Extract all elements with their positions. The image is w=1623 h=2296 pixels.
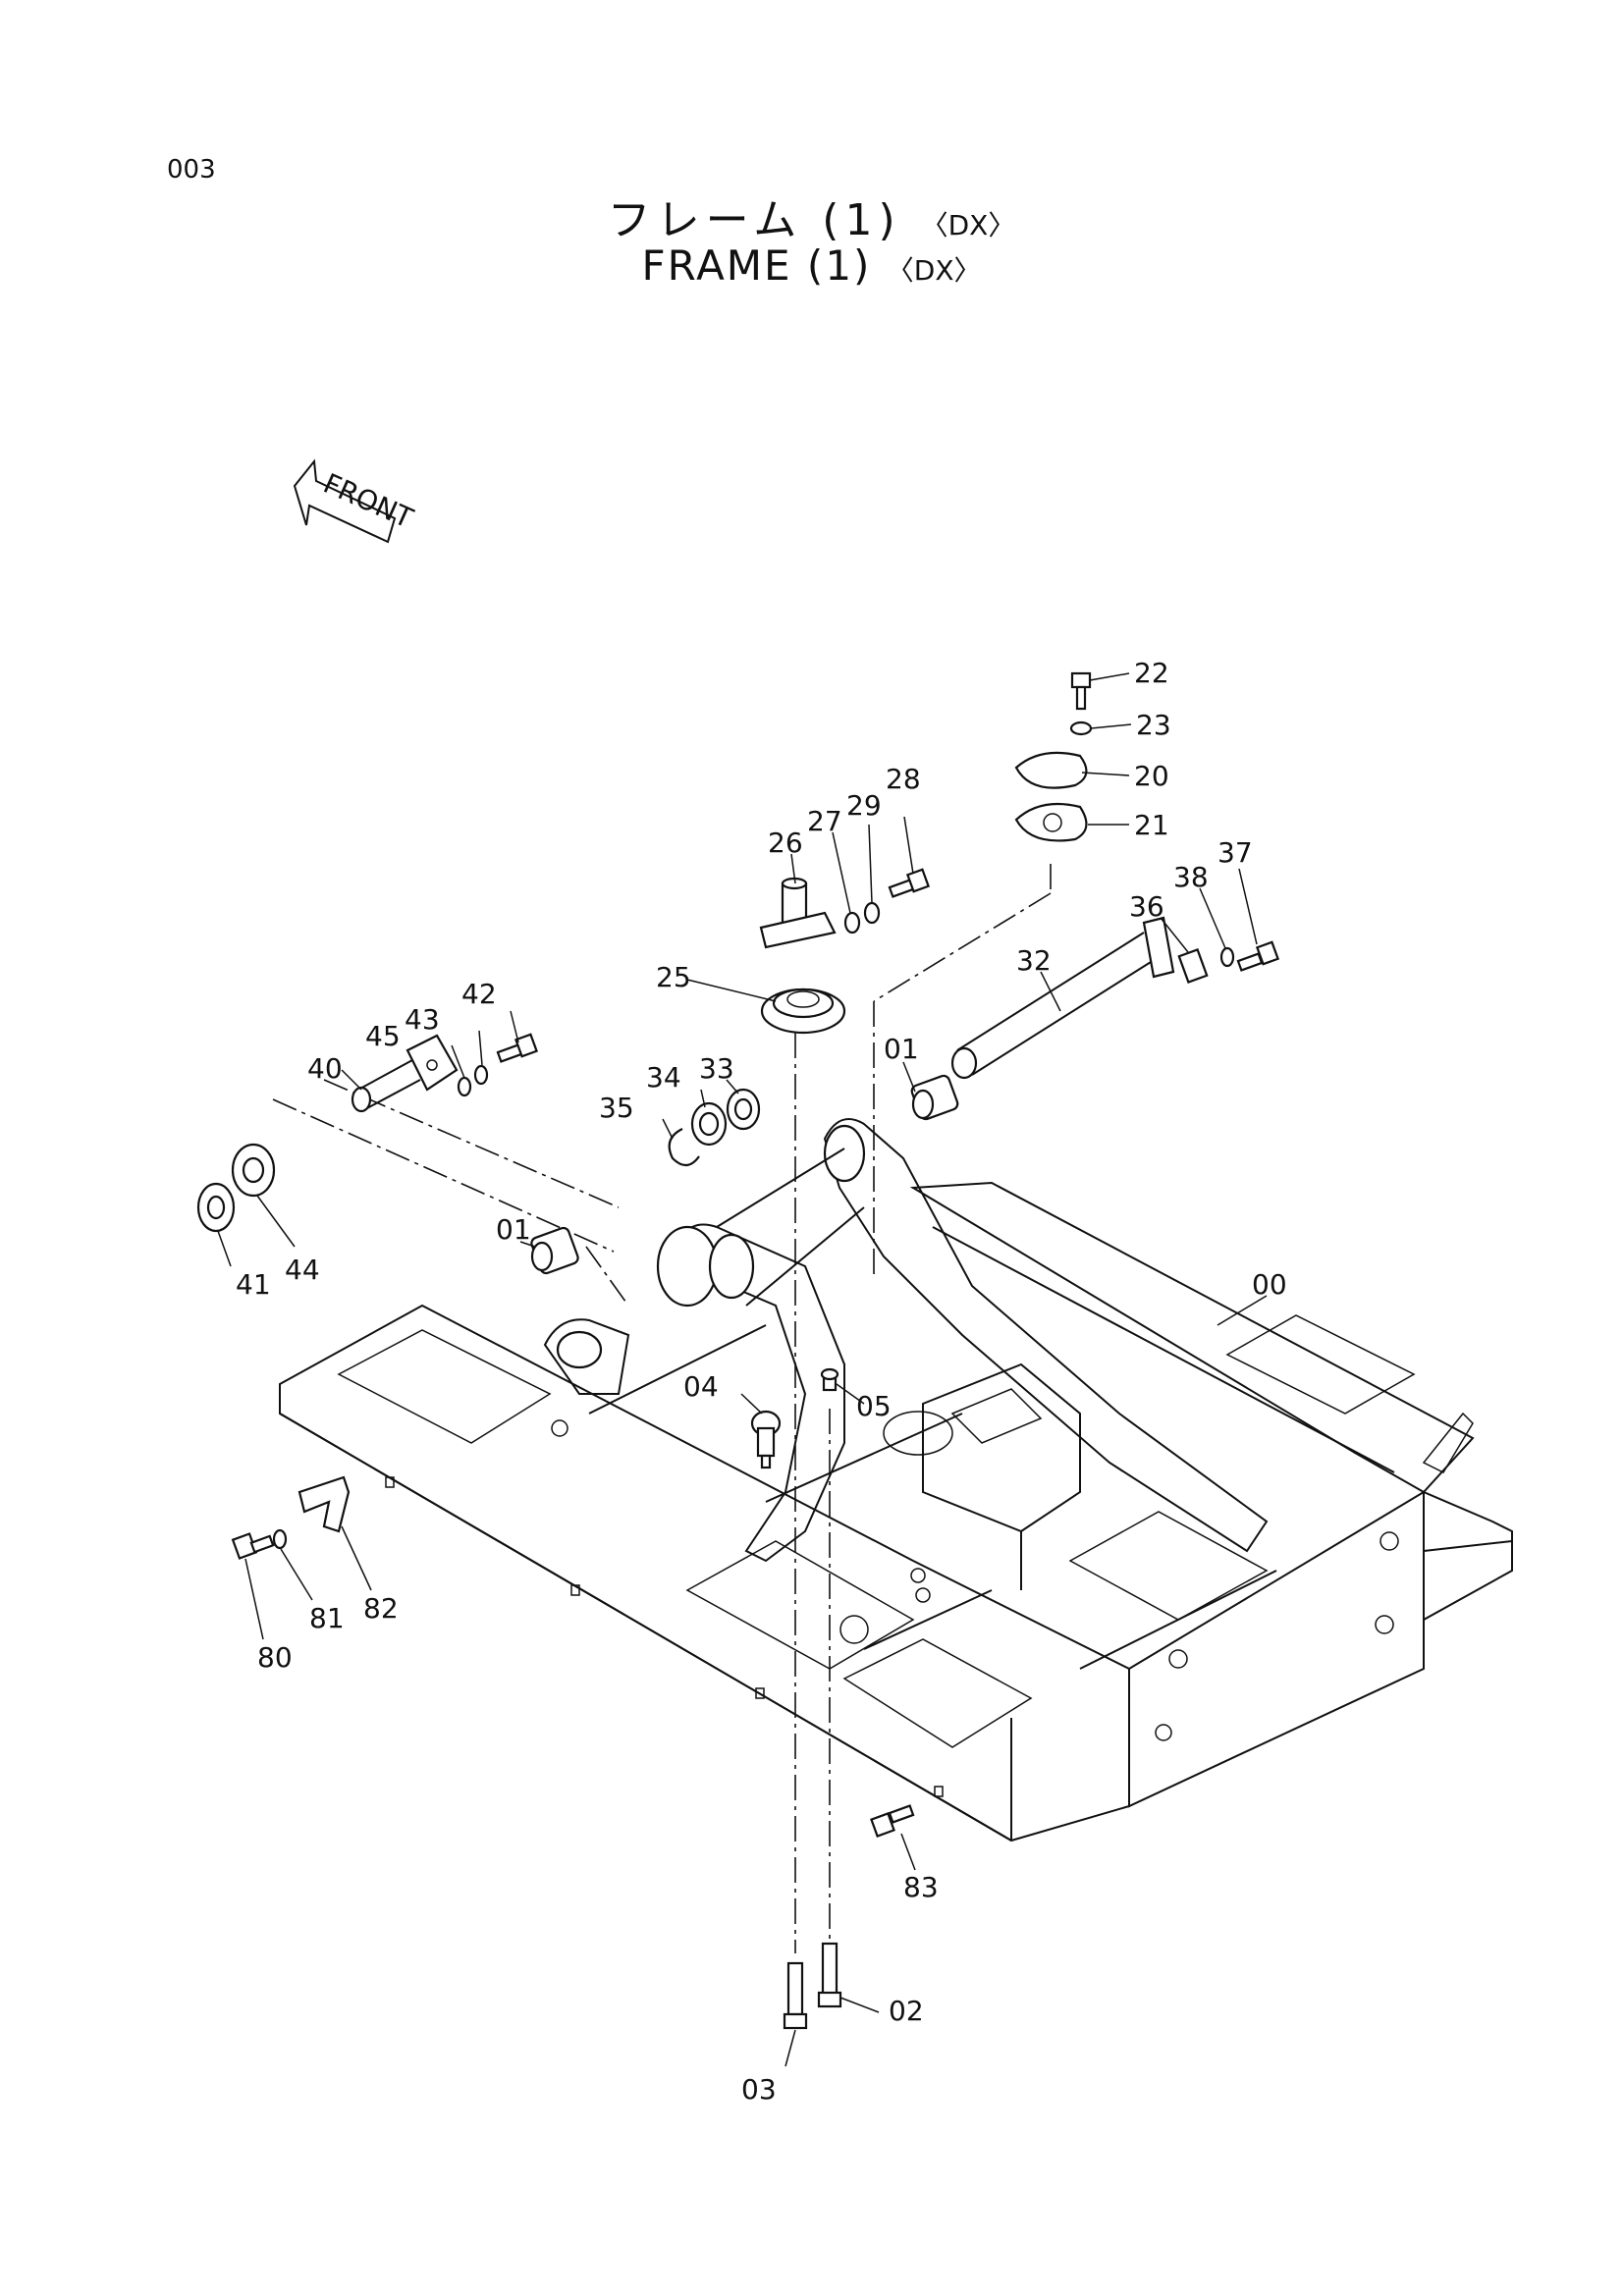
callout-05: 05 xyxy=(856,1390,892,1422)
callout-80: 80 xyxy=(257,1641,293,1674)
callout-25: 25 xyxy=(656,961,691,993)
title-jp-main: フレーム (1) xyxy=(607,195,901,245)
bushing xyxy=(910,1074,959,1121)
alignment-lines xyxy=(272,864,1052,1973)
bolt-icon xyxy=(870,1804,915,1838)
callout-21: 21 xyxy=(1134,809,1169,841)
callout-83: 83 xyxy=(903,1871,939,1903)
cover-plate xyxy=(1014,751,1088,789)
callout-33: 33 xyxy=(699,1052,734,1085)
front-label: FRONT xyxy=(319,467,419,535)
main-frame xyxy=(279,1181,1513,1842)
callout-38: 38 xyxy=(1173,861,1209,893)
boom-bracket xyxy=(543,1118,1269,1590)
callout-32: 32 xyxy=(1016,944,1052,977)
callout-23: 23 xyxy=(1136,709,1171,741)
boom-pin xyxy=(950,916,1175,1080)
callout-41: 41 xyxy=(236,1268,271,1301)
leader-lines xyxy=(217,672,1268,2067)
gasket xyxy=(1014,802,1088,842)
callout-01-left: 01 xyxy=(496,1213,531,1246)
bolt-icon xyxy=(1236,940,1280,972)
callout-03: 03 xyxy=(741,2073,777,2106)
grease-fitting xyxy=(750,1410,782,1469)
bolt-icon xyxy=(783,1961,808,2030)
callout-35: 35 xyxy=(599,1092,634,1124)
bolt-icon xyxy=(231,1532,275,1560)
callout-81: 81 xyxy=(309,1602,345,1634)
page-number: 003 xyxy=(167,155,216,185)
callout-37: 37 xyxy=(1217,836,1253,869)
seal-ring xyxy=(760,988,846,1035)
bushing xyxy=(530,1226,579,1275)
callout-01-right: 01 xyxy=(884,1033,919,1065)
callout-20: 20 xyxy=(1134,760,1169,792)
callout-29: 29 xyxy=(846,789,882,822)
pin-holder xyxy=(759,877,837,949)
callout-40: 40 xyxy=(307,1052,343,1085)
callout-36: 36 xyxy=(1129,890,1164,923)
callout-labels: 22 23 20 21 28 29 27 26 37 38 36 32 25 0… xyxy=(236,657,1287,2106)
bolt-icon xyxy=(496,1033,539,1063)
title-english: FRAME (1) 〈DX〉 xyxy=(0,241,1623,290)
callout-22: 22 xyxy=(1134,657,1169,689)
callout-28: 28 xyxy=(886,763,921,795)
bolt-icon xyxy=(1070,671,1092,711)
callout-00: 00 xyxy=(1252,1268,1287,1301)
small-parts xyxy=(196,671,1280,2030)
callout-34: 34 xyxy=(646,1061,681,1094)
bolt-icon xyxy=(817,1942,842,2008)
callout-42: 42 xyxy=(461,978,497,1010)
callout-82: 82 xyxy=(363,1592,399,1625)
grease-nipple xyxy=(820,1367,839,1392)
callout-27: 27 xyxy=(807,805,842,837)
callout-04: 04 xyxy=(683,1370,719,1403)
callout-02: 02 xyxy=(889,1995,924,2027)
pin xyxy=(351,1034,459,1113)
callout-43: 43 xyxy=(405,1003,440,1036)
title-en-main: FRAME (1) xyxy=(641,241,872,290)
hose-clip xyxy=(298,1475,351,1533)
callout-26: 26 xyxy=(768,827,803,859)
washer-icon xyxy=(1069,721,1093,736)
title-en-suffix: 〈DX〉 xyxy=(886,254,982,287)
title-jp-suffix: 〈DX〉 xyxy=(920,209,1016,241)
bolt-icon xyxy=(888,868,931,898)
title-japanese: フレーム (1) 〈DX〉 xyxy=(0,185,1623,247)
front-arrow-icon: FRONT xyxy=(293,458,419,544)
callout-45: 45 xyxy=(365,1020,401,1052)
callout-44: 44 xyxy=(285,1254,320,1286)
